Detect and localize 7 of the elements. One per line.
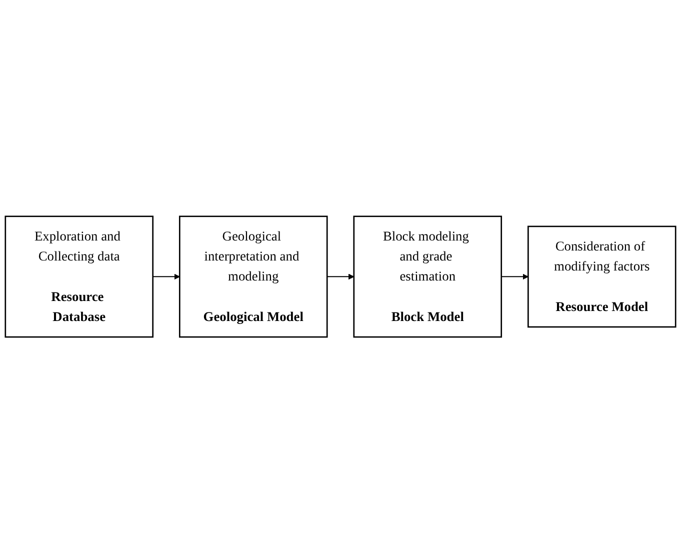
arrow xyxy=(152,274,180,280)
arrow xyxy=(327,274,354,280)
node-box: Consideration of modifying factors Resource Model xyxy=(527,226,676,328)
node-box: Geological interpretation and modeling Geological Model xyxy=(178,216,328,338)
node-box: Block modeling and grade estimation Block Model xyxy=(353,216,502,338)
node-box: Exploration and Collecting data Resource Database xyxy=(4,216,154,338)
arrow xyxy=(501,274,528,280)
